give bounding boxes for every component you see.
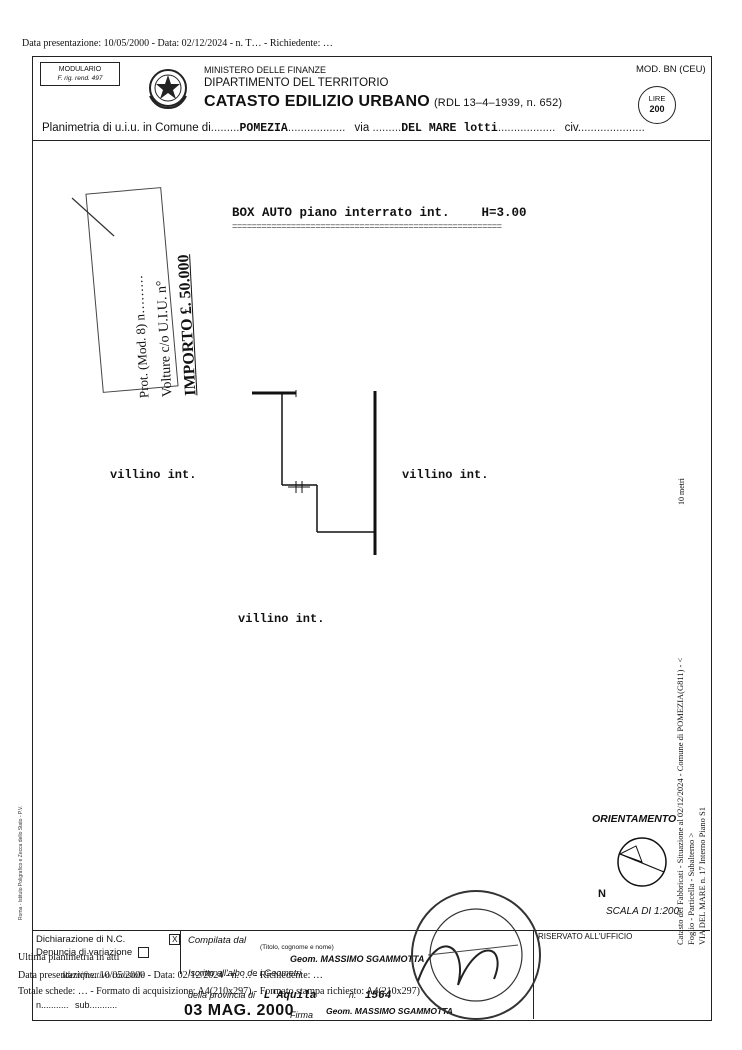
lire-value: 200: [649, 104, 665, 114]
republic-emblem-icon: [149, 69, 187, 110]
provincia-value: L'Aquila: [263, 990, 317, 1002]
side-situation-text: Catasto dei Fabbricati - Situazione al 0…: [675, 645, 708, 945]
mod-code: MOD. BN (CEU): [636, 64, 706, 75]
north-arrow-icon: [617, 837, 667, 887]
drawing-height: H=3.00: [481, 206, 527, 220]
label-villino-right: villino int.: [402, 468, 489, 482]
declaration-cell: [32, 930, 181, 974]
professional-seal: [411, 890, 541, 1020]
firma-label: Firma: [290, 1010, 313, 1020]
denuncia-variazione: Denuncia di variazione: [36, 947, 150, 959]
firma-name: Geom. MASSIMO SGAMMOTTA: [326, 1006, 453, 1016]
side-line-1: Catasto dei Fabbricati - Situazione al 0…: [675, 657, 696, 945]
catasto-title: CATASTO EDILIZIO URBANO(RDL 13–4–1939, n…: [204, 93, 562, 111]
compilatore-name: Geom. MASSIMO SGAMMOTTA: [290, 954, 425, 964]
ministry-label: MINISTERO DELLE FINANZE: [204, 65, 327, 75]
office-cell: [533, 930, 711, 1019]
department-label: DIPARTIMENTO DEL TERRITORIO: [204, 77, 389, 89]
overlay-line-2: Data presentazione: 10/05/2000 - Data: 0…: [18, 970, 323, 981]
compilata-label: Compilata dal: [188, 935, 247, 946]
modulario-label: MODULARIO: [58, 66, 102, 73]
label-villino-bottom: villino int.: [238, 612, 325, 626]
drawing-title: BOX AUTO piano interrato int. H=3.00: [232, 206, 527, 220]
north-letter: N: [598, 888, 606, 900]
titolo-hint: (Titolo, cognome e nome): [260, 944, 334, 951]
riservato-label: RISERVATO ALL'UFFICIO: [538, 932, 633, 941]
header-divider: [32, 140, 710, 141]
title-underline: ========================================…: [232, 222, 502, 232]
denuncia-checkbox[interactable]: [138, 947, 150, 958]
scale-bar-label: 10 metri: [677, 478, 686, 505]
scale-label: SCALA DI 1:200: [606, 906, 680, 917]
overlay-line-4: Totale schede: … - Formato di acquisizio…: [18, 986, 420, 997]
form-sheet: [32, 56, 712, 1021]
drawing-title-text: BOX AUTO piano interrato int.: [232, 206, 450, 220]
printer-imprint: Roma - Istituto Poligrafico e Zecca dell…: [18, 805, 24, 920]
via-value: DEL MARE lotti: [401, 122, 498, 135]
provincia-row: della provincia di L'Aquila n. 1564: [188, 990, 391, 1002]
civ-label: civ.: [564, 122, 581, 134]
overlay-line-1: Ultima planimetria in atti: [18, 952, 120, 963]
footer-divider: [32, 930, 710, 931]
comune-label: Planimetria di u.i.u. in Comune di: [42, 122, 211, 134]
n-sub-label: n.: [36, 1000, 44, 1010]
lire-label: LIRE: [648, 94, 666, 103]
fee-stamp: Prot. (Mod. 8) n……… Volture c/o U.I.U. n…: [126, 185, 201, 398]
stamp-pen-mark: [71, 197, 115, 237]
n-albo-value: 1564: [364, 990, 392, 1002]
sub-label: sub.: [75, 1000, 93, 1010]
comune-value: POMEZIA: [239, 122, 288, 135]
rdl-ref: (RDL 13–4–1939, n. 652): [433, 97, 563, 109]
via-label: via: [354, 122, 370, 134]
orientation-label: ORIENTAMENTO: [592, 813, 677, 825]
modulario-sub: F. rig. rend. 497: [57, 75, 103, 82]
date-stamp: 03 MAG. 2000: [184, 1002, 295, 1019]
n-albo-label: n.: [348, 990, 357, 1000]
floor-plan: [252, 390, 377, 555]
presentation-line: Data presentazione: 10/05/2000 - Data: 0…: [22, 38, 333, 49]
provincia-label: della provincia di: [188, 990, 256, 1000]
declaration-nc-checkbox[interactable]: X: [169, 934, 181, 945]
label-villino-left: villino int.: [110, 468, 197, 482]
lire-stamp: LIRE 200: [638, 86, 676, 124]
modulario-box: MODULARIO F. rig. rend. 497: [40, 62, 120, 86]
catasto-name: CATASTO EDILIZIO URBANO: [204, 93, 430, 110]
denuncia-label: Denuncia di variazione: [36, 947, 133, 959]
overlay-line-3: Identificativo catastale: [62, 970, 145, 980]
declaration-nc: Dichiarazione di N.C. X: [36, 934, 181, 946]
iscritto-label: Iscritto all'albo de i Geometri: [188, 968, 302, 978]
declaration-nc-label: Dichiarazione di N.C.: [36, 934, 126, 946]
side-line-2: VIA DEL MARE n. 17 Interno Piano S1: [697, 806, 707, 945]
location-row: Planimetria di u.i.u. in Comune di......…: [42, 122, 645, 135]
n-sub-row: n........... sub...........: [36, 1000, 118, 1010]
